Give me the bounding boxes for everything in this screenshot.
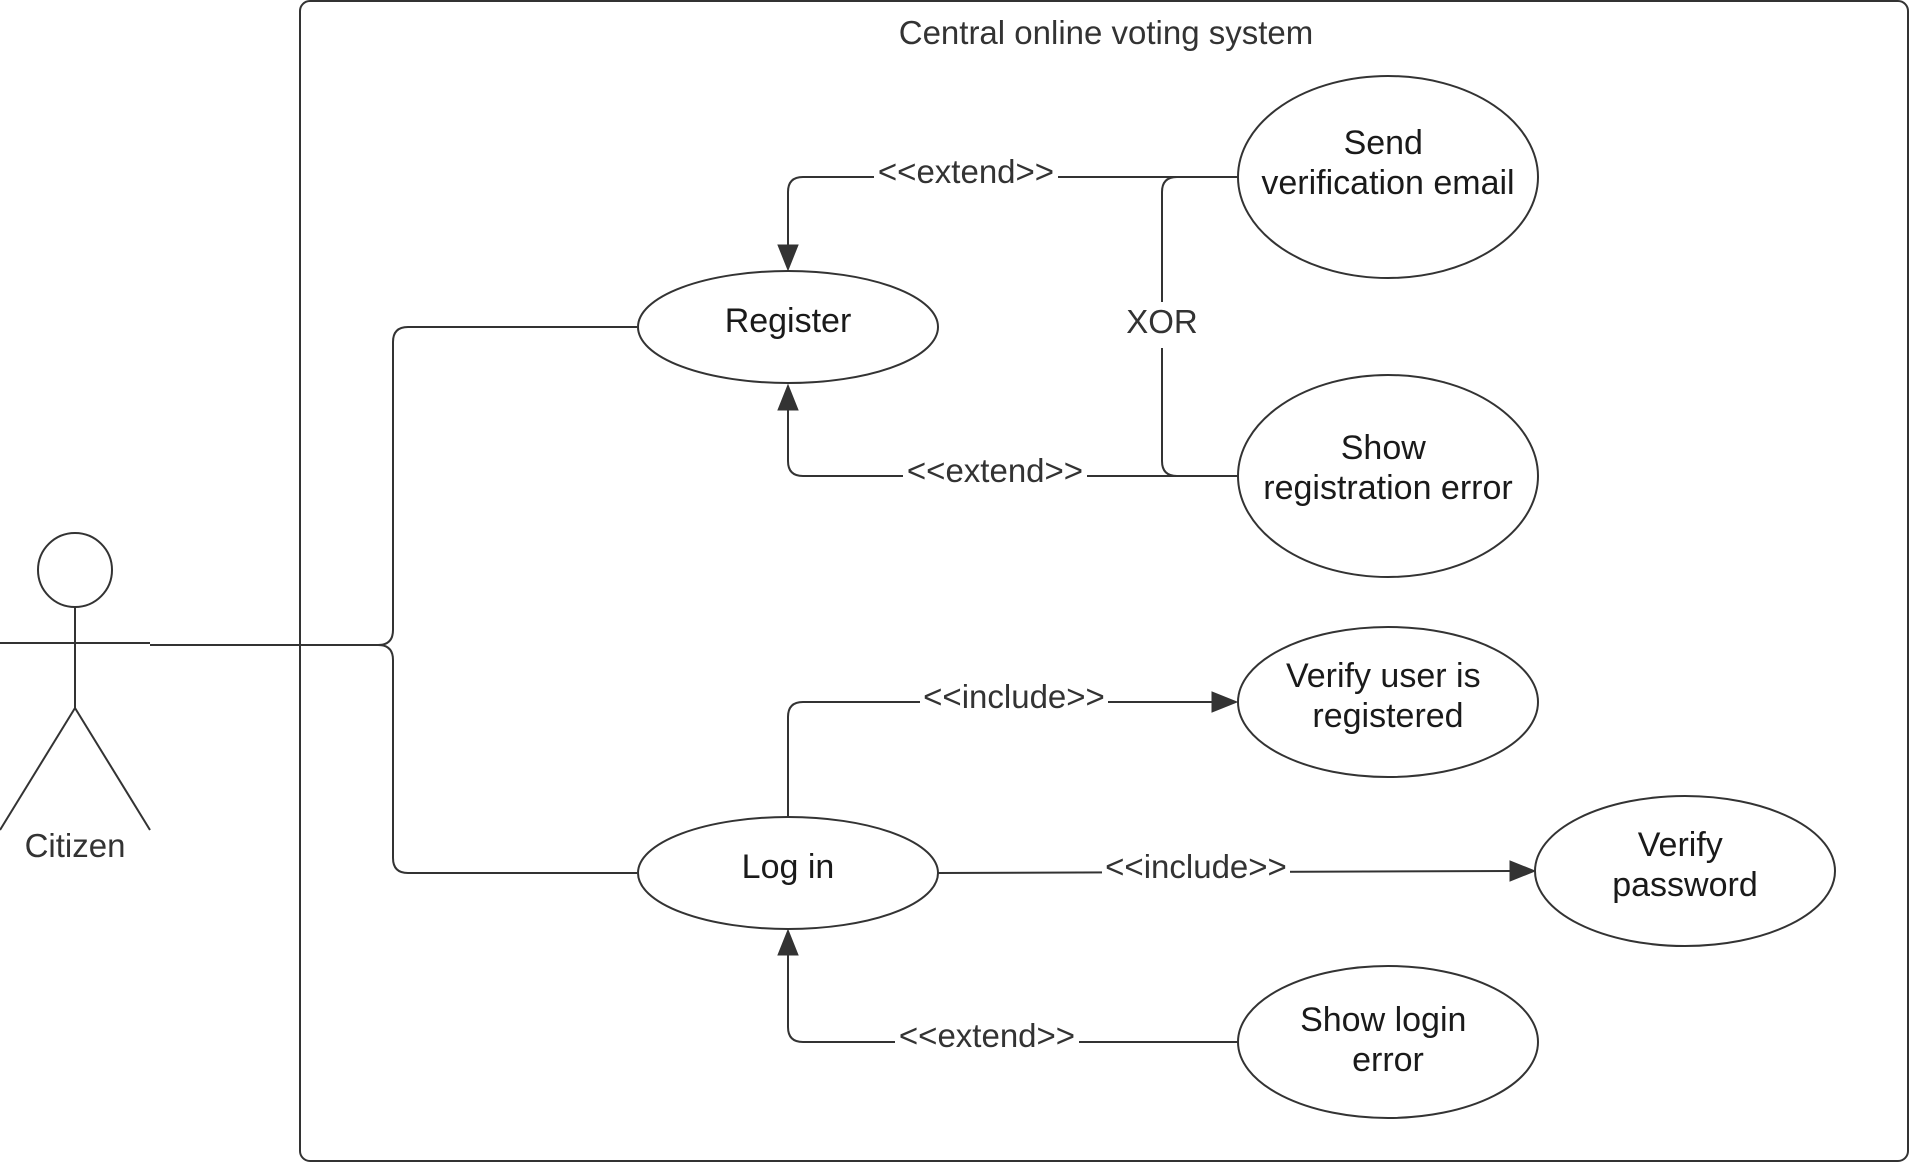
actor-head bbox=[37, 532, 113, 608]
system-title: Central online voting system bbox=[899, 14, 1314, 51]
extend-login-error-label: <<extend>> bbox=[899, 1017, 1075, 1054]
svg-text:Show registration error: Show registration error bbox=[1263, 429, 1512, 507]
actor-citizen: Citizen bbox=[0, 532, 151, 864]
extend-email-arrowhead bbox=[777, 244, 799, 272]
include-user-registered-label: <<include>> bbox=[923, 678, 1105, 715]
use-case-show-registration-error: Show registration error bbox=[1237, 374, 1539, 578]
verify-user-registered-line-2: registered bbox=[1312, 697, 1463, 735]
use-case-send-verification-email: Send verification email bbox=[1237, 75, 1539, 279]
use-case-verify-password: Verify password bbox=[1534, 795, 1836, 947]
actor-right-leg bbox=[74, 707, 151, 831]
actor-left-leg bbox=[0, 707, 76, 831]
use-case-login: Log in bbox=[637, 816, 939, 930]
show-login-error-line-1: Show login bbox=[1300, 1001, 1466, 1039]
include-password-arrowhead bbox=[1509, 860, 1537, 882]
send-verification-email-line-2: verification email bbox=[1261, 164, 1514, 202]
association-register bbox=[150, 326, 637, 646]
svg-text:Log in: Log in bbox=[742, 848, 835, 886]
extend-login-error-arrowhead bbox=[777, 928, 799, 956]
extend-reg-error-label: <<extend>> bbox=[907, 452, 1083, 489]
use-case-show-login-error: Show login error bbox=[1237, 965, 1539, 1119]
svg-text:Verify password: Verify password bbox=[1612, 826, 1758, 904]
verify-password-line-1: Verify bbox=[1638, 826, 1723, 864]
include-password-label: <<include>> bbox=[1105, 848, 1287, 885]
verify-password-line-2: password bbox=[1612, 866, 1758, 904]
include-user-registered-arrowhead bbox=[1211, 691, 1239, 713]
extend-reg-error-arrowhead bbox=[777, 383, 799, 411]
show-login-error-line-2: error bbox=[1352, 1041, 1424, 1079]
actor-label: Citizen bbox=[25, 827, 126, 864]
extend-email-label: <<extend>> bbox=[878, 153, 1054, 190]
extend-email-connector bbox=[787, 176, 1238, 245]
show-registration-error-line-2: registration error bbox=[1263, 469, 1512, 507]
association-login bbox=[377, 644, 637, 874]
use-case-register: Register bbox=[637, 270, 939, 384]
use-case-verify-user-registered: Verify user is registered bbox=[1237, 626, 1539, 778]
login-label: Log in bbox=[742, 848, 835, 886]
include-user-registered-connector bbox=[787, 701, 1212, 818]
svg-text:Verify user is registere: Verify user is registered bbox=[1286, 657, 1490, 735]
send-verification-email-line-1: Send bbox=[1344, 124, 1423, 162]
system-boundary bbox=[299, 0, 1909, 1162]
show-registration-error-line-1: Show bbox=[1341, 429, 1426, 467]
svg-text:Send verification email: Send verification email bbox=[1261, 124, 1514, 202]
extend-login-error-connector bbox=[787, 955, 1238, 1043]
svg-text:Show login error: Show login error bbox=[1300, 1001, 1476, 1079]
register-label: Register bbox=[725, 302, 852, 340]
xor-label: XOR bbox=[1126, 303, 1198, 340]
svg-text:Register: Register bbox=[725, 302, 852, 340]
extend-reg-error-connector bbox=[787, 410, 1238, 477]
verify-user-registered-line-1: Verify user is bbox=[1286, 657, 1481, 695]
